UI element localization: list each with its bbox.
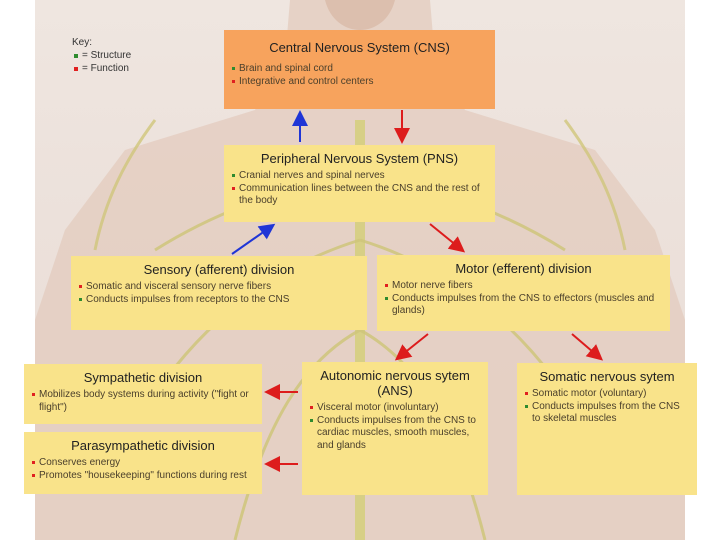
ans-list: Visceral motor (involuntary) Conducts im… <box>310 402 480 452</box>
sensory-list: Somatic and visceral sensory nerve fiber… <box>79 281 359 306</box>
parasympathetic-item: Promotes "housekeeping" functions during… <box>32 470 254 483</box>
legend-key: Key: = Structure = Function <box>72 36 131 75</box>
sensory-title: Sensory (afferent) division <box>143 262 295 277</box>
structure-bullet <box>232 67 235 70</box>
motor-list: Motor nerve fibers Conducts impulses fro… <box>385 280 662 318</box>
pns-list: Cranial nerves and spinal nerves Communi… <box>232 170 487 208</box>
function-bullet <box>310 406 313 409</box>
function-color-swatch <box>74 66 78 71</box>
sympathetic-item-text: Mobilizes body systems during activity (… <box>39 389 249 413</box>
motor-item: Conducts impulses from the CNS to effect… <box>385 293 662 318</box>
legend-label-structure: = Structure <box>82 50 132 61</box>
structure-bullet <box>525 404 528 408</box>
ans-item: Visceral motor (involuntary) <box>310 402 480 415</box>
sensory-item-text: Conducts impulses from receptors to the … <box>86 293 290 305</box>
pns-item-text: Communication lines between the CNS and … <box>239 182 480 207</box>
function-bullet <box>525 392 528 395</box>
ans-title: Autonomic nervous sytem (ANS) <box>320 368 470 398</box>
legend-label-function: = Function <box>82 63 129 74</box>
somatic-item: Somatic motor (voluntary) <box>525 388 689 401</box>
somatic-box: Somatic nervous sytem Somatic motor (vol… <box>517 363 697 495</box>
motor-division-box: Motor (efferent) division Motor nerve fi… <box>377 255 670 331</box>
somatic-title: Somatic nervous sytem <box>539 369 675 384</box>
parasympathetic-item-text: Promotes "housekeeping" functions during… <box>39 469 247 481</box>
motor-item-text: Motor nerve fibers <box>392 280 473 291</box>
structure-bullet <box>385 296 388 300</box>
legend-item-structure: = Structure <box>72 49 131 62</box>
sensory-item: Somatic and visceral sensory nerve fiber… <box>79 281 359 294</box>
cns-item-text: Brain and spinal cord <box>239 63 333 74</box>
somatic-item-text: Conducts impulses from the CNS to skelet… <box>532 400 680 425</box>
cns-item: Brain and spinal cord <box>232 63 487 76</box>
function-bullet <box>32 473 35 477</box>
sensory-item: Conducts impulses from receptors to the … <box>79 294 359 307</box>
legend-item-function: = Function <box>72 62 131 75</box>
function-bullet <box>32 461 35 464</box>
motor-item: Motor nerve fibers <box>385 280 662 293</box>
motor-title: Motor (efferent) division <box>455 261 592 276</box>
cns-box: Central Nervous System (CNS) Brain and s… <box>224 30 495 109</box>
cns-title: Central Nervous System (CNS) <box>269 40 450 55</box>
structure-bullet <box>310 418 313 422</box>
pns-item: Cranial nerves and spinal nerves <box>232 170 487 183</box>
ans-box: Autonomic nervous sytem (ANS) Visceral m… <box>302 362 488 495</box>
pns-title: Peripheral Nervous System (PNS) <box>260 151 459 166</box>
ans-item: Conducts impulses from the CNS to cardia… <box>310 415 480 453</box>
pns-item: Communication lines between the CNS and … <box>232 183 487 208</box>
parasympathetic-title: Parasympathetic division <box>71 438 215 453</box>
parasympathetic-item: Conserves energy <box>32 457 254 470</box>
function-bullet <box>232 79 235 83</box>
parasympathetic-division-box: Parasympathetic division Conserves energ… <box>24 432 262 494</box>
somatic-list: Somatic motor (voluntary) Conducts impul… <box>525 388 689 426</box>
function-bullet <box>385 284 388 287</box>
somatic-item-text: Somatic motor (voluntary) <box>532 388 647 399</box>
function-bullet <box>32 393 35 396</box>
cns-item-text: Integrative and control centers <box>239 75 374 87</box>
sympathetic-division-box: Sympathetic division Mobilizes body syst… <box>24 364 262 424</box>
sympathetic-title: Sympathetic division <box>83 370 203 385</box>
function-bullet <box>79 285 82 288</box>
structure-bullet <box>232 174 235 177</box>
function-bullet <box>232 186 235 190</box>
ans-item-text: Visceral motor (involuntary) <box>317 402 439 413</box>
parasympathetic-item-text: Conserves energy <box>39 457 121 468</box>
parasympathetic-list: Conserves energy Promotes "housekeeping"… <box>32 457 254 482</box>
sensory-division-box: Sensory (afferent) division Somatic and … <box>71 256 367 330</box>
cns-list: Brain and spinal cord Integrative and co… <box>232 63 487 88</box>
pns-item-text: Cranial nerves and spinal nerves <box>239 170 385 181</box>
legend-title: Key: <box>72 37 93 48</box>
motor-item-text: Conducts impulses from the CNS to effect… <box>392 292 655 317</box>
structure-color-swatch <box>74 53 78 58</box>
sympathetic-list: Mobilizes body systems during activity (… <box>32 389 254 414</box>
ans-item-text: Conducts impulses from the CNS to cardia… <box>317 414 476 451</box>
pns-box: Peripheral Nervous System (PNS) Cranial … <box>224 145 495 222</box>
somatic-item: Conducts impulses from the CNS to skelet… <box>525 401 689 426</box>
sensory-item-text: Somatic and visceral sensory nerve fiber… <box>86 281 272 292</box>
sympathetic-item: Mobilizes body systems during activity (… <box>32 389 254 414</box>
cns-item: Integrative and control centers <box>232 76 487 89</box>
structure-bullet <box>79 297 82 301</box>
